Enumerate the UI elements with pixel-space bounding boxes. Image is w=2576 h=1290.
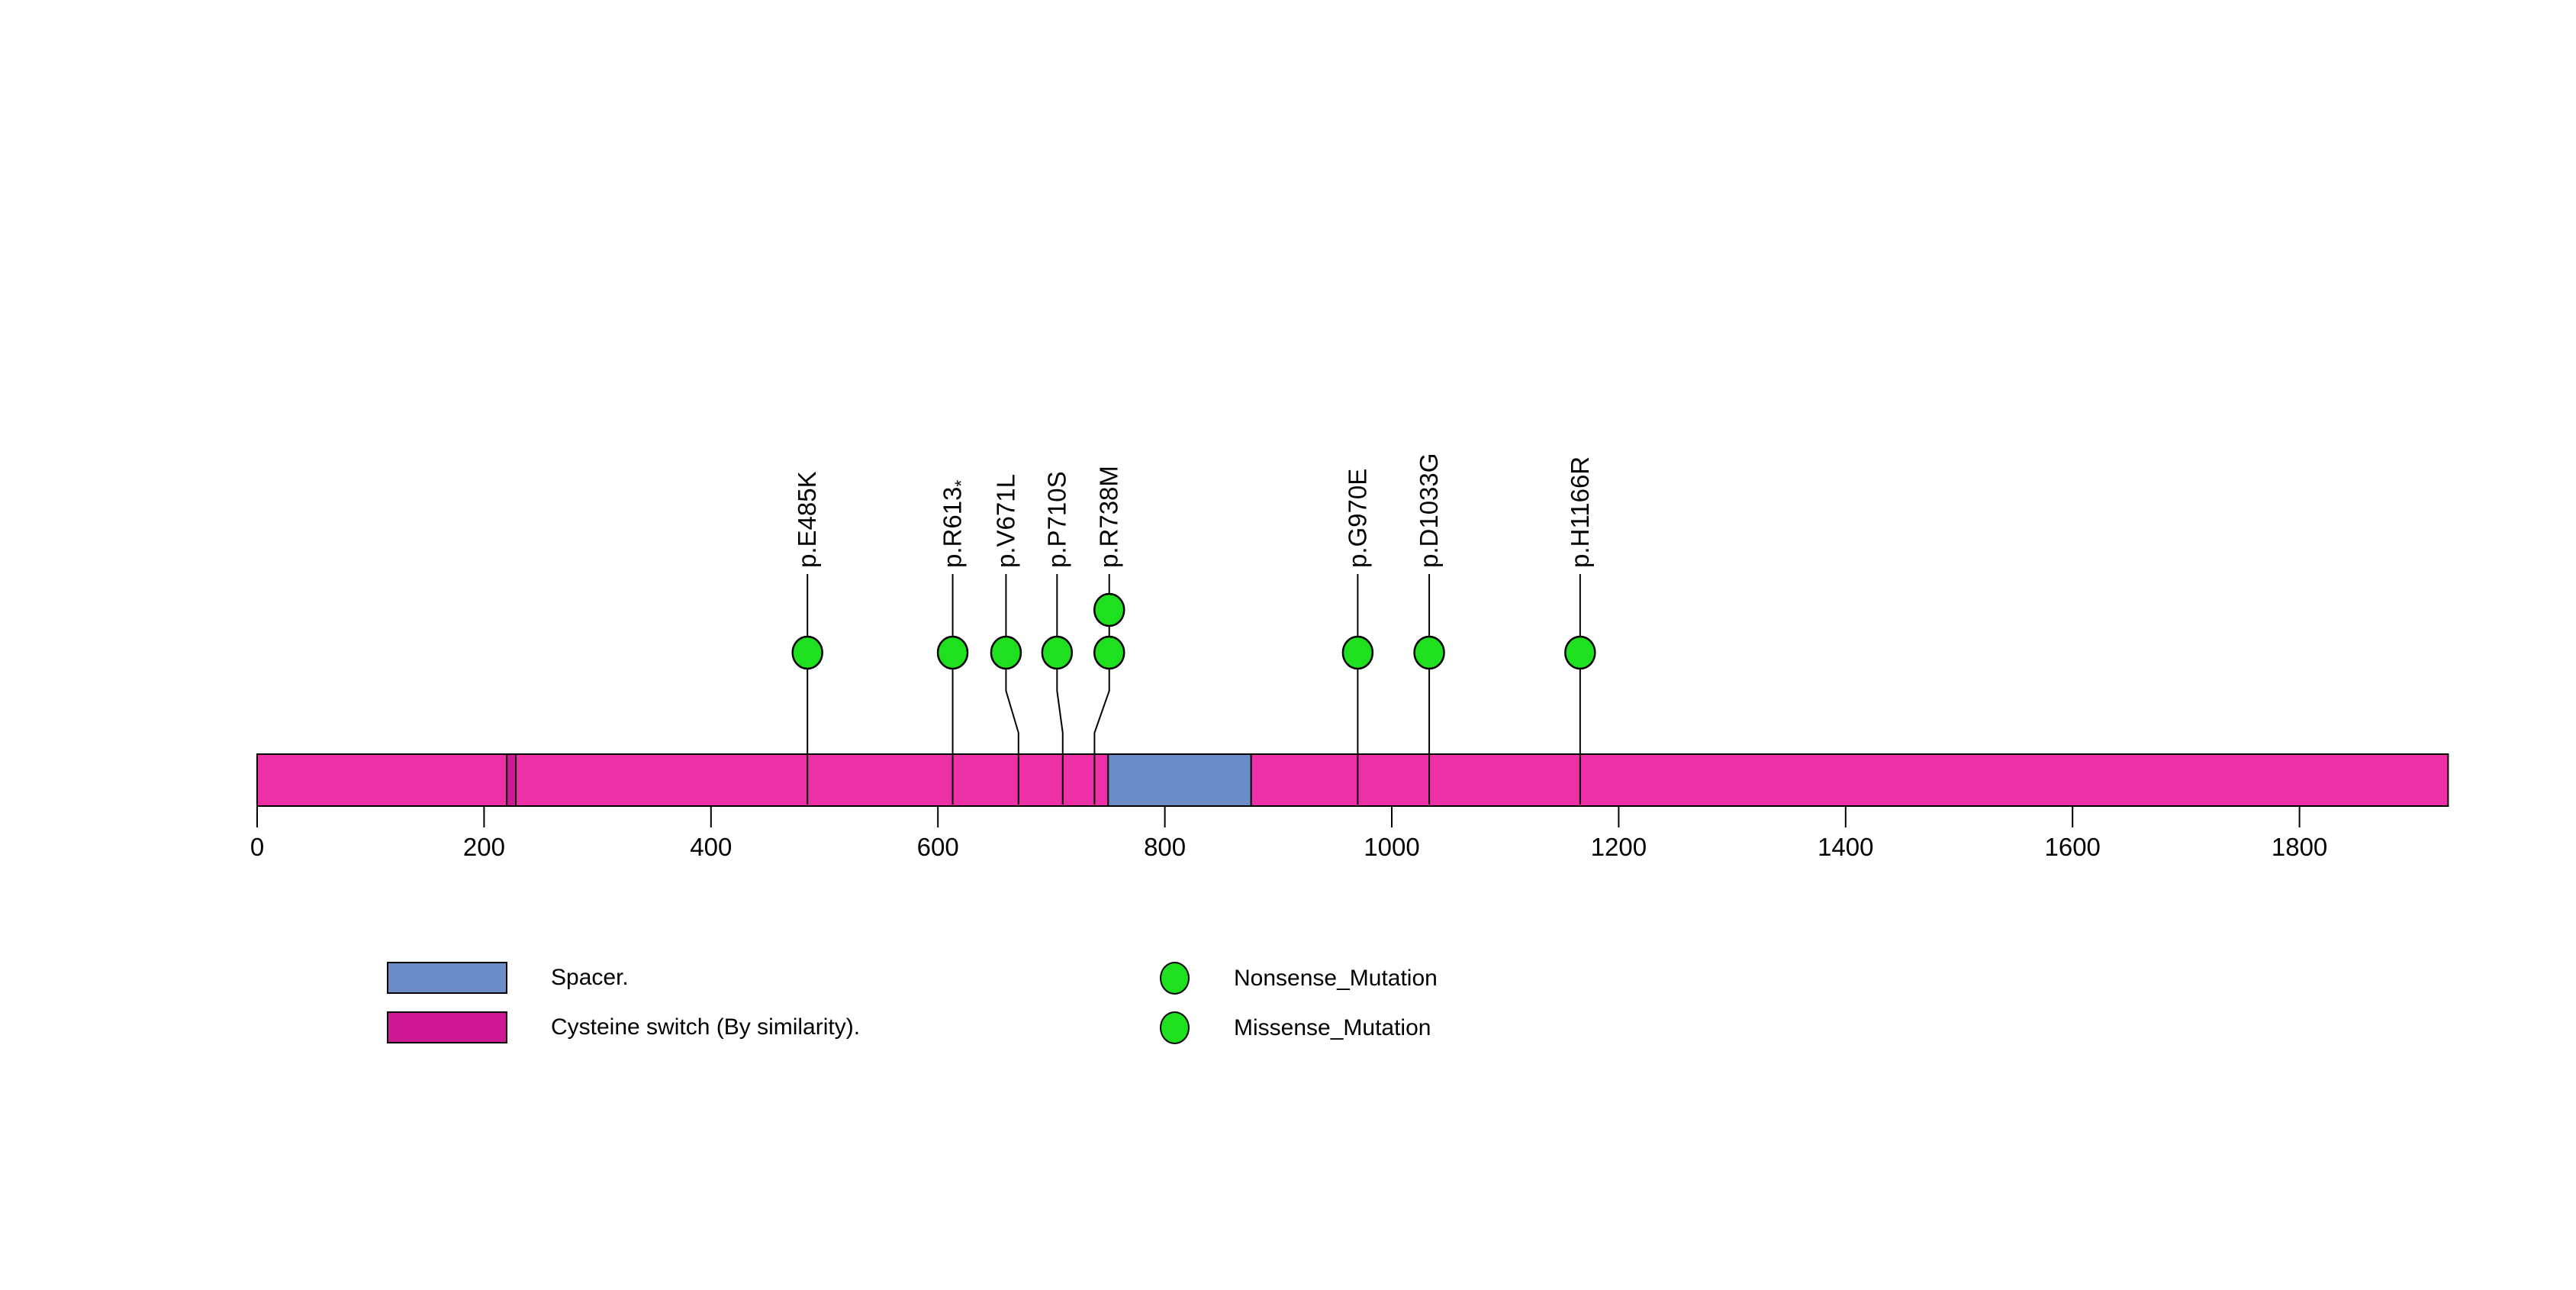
- legend-label-nonsense: Nonsense_Mutation: [1234, 965, 1438, 991]
- spacer-color-swatch: [387, 962, 507, 994]
- axis-tick-label: 600: [917, 833, 959, 861]
- mutation-marker: [791, 635, 823, 670]
- cysteine-switch-color-swatch: [387, 1011, 507, 1043]
- mutation-marker: [1093, 635, 1125, 670]
- mutation-label: p.E485K: [793, 471, 821, 568]
- mutation-marker: [1041, 635, 1074, 670]
- nonsense-mutation-marker-icon: [1160, 962, 1190, 995]
- legend-item-missense-mutation: Missense_Mutation: [1160, 1011, 1431, 1044]
- mutation-marker: [1564, 635, 1596, 670]
- axis-tick-label: 1600: [2044, 833, 2100, 861]
- legend-label-cysteine-switch: Cysteine switch (By similarity).: [551, 1014, 861, 1040]
- mutation-label: p.D1033G: [1415, 453, 1443, 568]
- mutation-label: p.R738M: [1095, 466, 1123, 568]
- mutation-marker: [936, 635, 969, 670]
- mutation-label: p.H1166R: [1566, 456, 1594, 568]
- axis-tick-label: 1200: [1591, 833, 1647, 861]
- mutation-label: p.V671L: [991, 474, 1019, 568]
- axis-tick-label: 1000: [1364, 833, 1419, 861]
- axis-tick-label: 400: [690, 833, 732, 861]
- mutation-label: p.G970E: [1343, 469, 1371, 568]
- legend-item-nonsense-mutation: Nonsense_Mutation: [1160, 962, 1438, 995]
- axis-tick-label: 200: [463, 833, 505, 861]
- axis-tick-label: 1400: [1818, 833, 1873, 861]
- mutation-stem: [1056, 574, 1064, 805]
- mutation-stem: [1093, 574, 1110, 805]
- domain-cysteine-switch-by-similarity: [506, 753, 517, 807]
- domain-spacer: [1107, 753, 1252, 807]
- legend-label-missense: Missense_Mutation: [1234, 1014, 1431, 1040]
- legend-item-cysteine-switch: Cysteine switch (By similarity).: [387, 1011, 860, 1043]
- missense-mutation-marker-icon: [1160, 1011, 1190, 1044]
- axis-tick-label: 800: [1144, 833, 1186, 861]
- legend-label-spacer: Spacer.: [551, 965, 629, 990]
- mutation-marker: [1093, 592, 1125, 627]
- mutation-label: p.P710S: [1042, 471, 1071, 568]
- mutation-marker: [1413, 635, 1445, 670]
- axis-tick-label: 1800: [2272, 833, 2327, 861]
- mutation-stem: [1005, 574, 1019, 805]
- mutation-marker: [990, 635, 1022, 670]
- protein-backbone: [256, 753, 2449, 807]
- legend-item-spacer: Spacer.: [387, 962, 629, 994]
- mutation-marker: [1341, 635, 1374, 670]
- axis-tick-label: 0: [250, 833, 264, 861]
- mutation-label: p.R613*: [939, 480, 971, 568]
